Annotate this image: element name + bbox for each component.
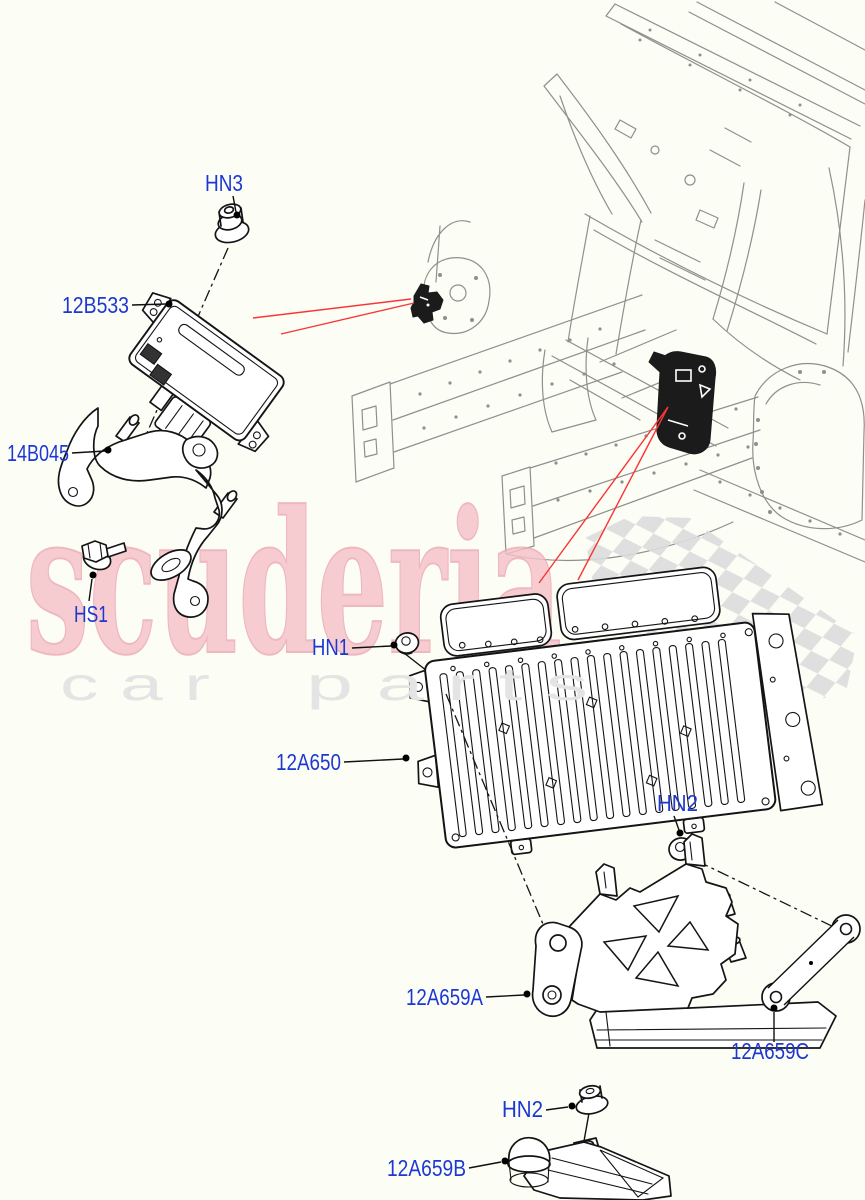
callout-hn2-upper: HN2: [657, 790, 698, 837]
callout-hs1-label[interactable]: HS1: [74, 601, 108, 627]
callout-hs1: HS1: [74, 571, 108, 627]
callout-12a659a: 12A659A: [406, 984, 531, 1010]
callout-12a659a-label[interactable]: 12A659A: [406, 984, 484, 1010]
part-hn2-lower-nut: [575, 1084, 609, 1115]
axis-hn3-12b533-14b045: [135, 247, 229, 459]
part-12a659b-bracket: [507, 1136, 672, 1200]
watermark-tagline: c a r p a r t s: [60, 658, 588, 710]
part-12a659a-bracket: [531, 833, 837, 1049]
callout-12b533: 12B533: [62, 292, 173, 318]
part-12a650-ecm: [408, 566, 824, 856]
watermark-tagline-left: c a r: [60, 658, 210, 710]
part-hs1-bolt: [81, 540, 127, 571]
callout-12a659b: 12A659B: [387, 1155, 509, 1181]
callout-12a650: 12A650: [276, 749, 410, 775]
part-hn3-nut: [214, 203, 250, 244]
callout-14b045: 14B045: [7, 440, 112, 466]
callouts: HN3 12B533 14B045 HS1 HN1 12A650 HN2 12: [7, 170, 809, 1181]
part-14b045-bracket: [57, 407, 238, 618]
axis-ecm-12a659a: [445, 693, 549, 937]
callout-12a659c: 12A659C: [731, 1004, 809, 1064]
callout-hn3: HN3: [205, 170, 243, 219]
mount-location-12b533-highlight: [410, 283, 444, 324]
axis-hn2-12a659c: [696, 860, 839, 930]
ecm-heatsink-fins: [439, 638, 746, 838]
callout-12a659b-label[interactable]: 12A659B: [387, 1155, 466, 1181]
red-locator-lines: [252, 298, 669, 584]
mount-location-ecm-highlight: [648, 351, 717, 455]
part-12a659c-link: [761, 914, 861, 1012]
watermark-tagline-right: p a r t s: [306, 658, 588, 710]
callout-hn1-label[interactable]: HN1: [312, 634, 349, 660]
callout-hn1: HN1: [312, 634, 398, 660]
callout-hn3-label[interactable]: HN3: [205, 170, 243, 196]
callout-hn2-upper-label[interactable]: HN2: [657, 790, 698, 816]
callout-hn2-lower: HN2: [502, 1096, 576, 1122]
callout-14b045-label[interactable]: 14B045: [7, 440, 69, 466]
spot-weld-dots: [418, 28, 842, 536]
callout-12b533-label[interactable]: 12B533: [62, 292, 129, 318]
vehicle-body-art: [351, 1, 865, 563]
callout-12a659c-label[interactable]: 12A659C: [731, 1038, 809, 1064]
callout-12a650-label[interactable]: 12A650: [276, 749, 341, 775]
hn2-lower-stem-line: [583, 1112, 590, 1142]
callout-hn2-lower-label[interactable]: HN2: [502, 1096, 543, 1122]
